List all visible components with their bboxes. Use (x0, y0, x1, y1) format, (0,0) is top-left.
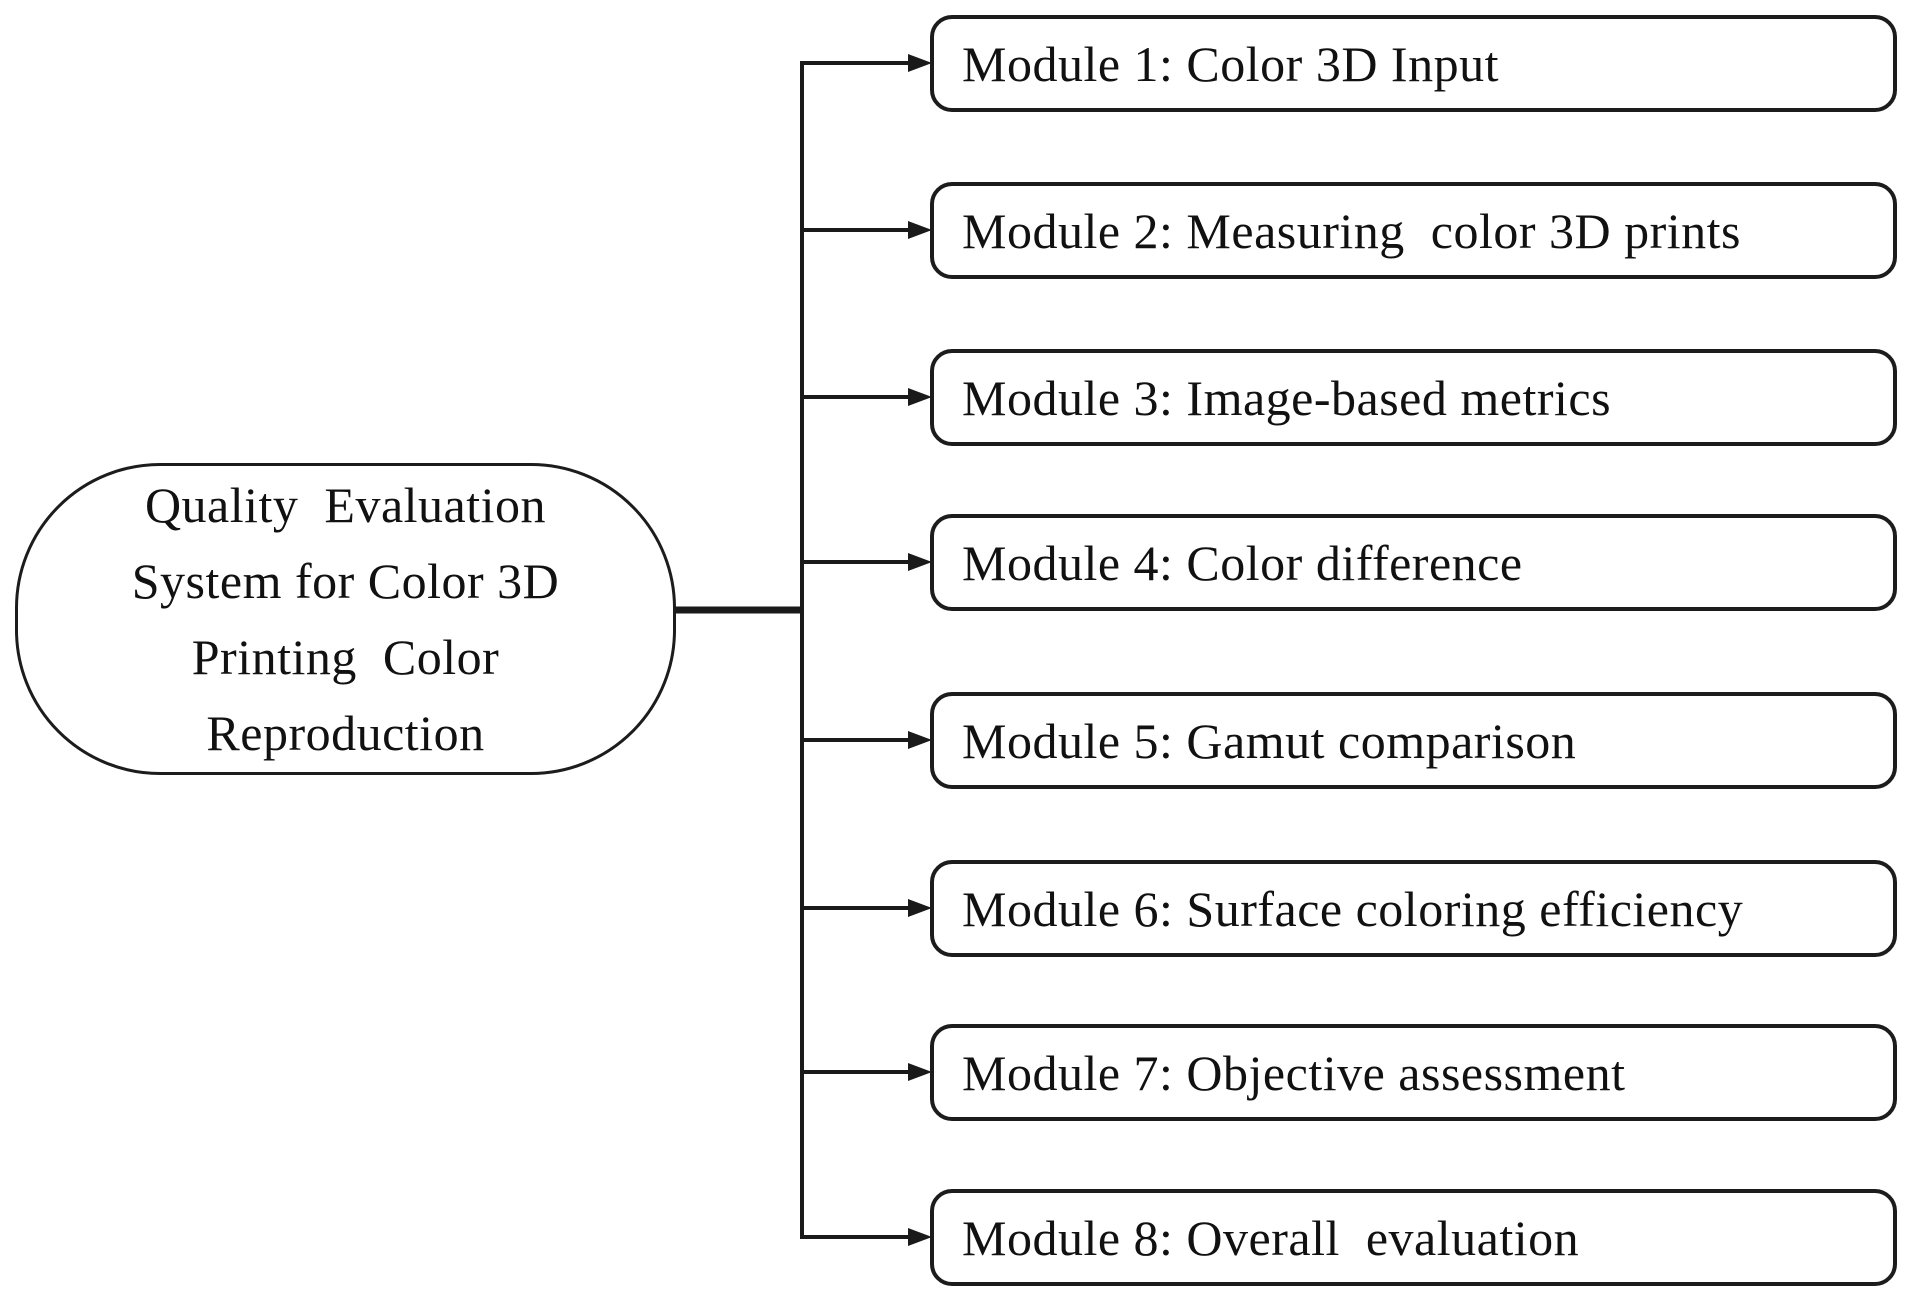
module-label-5: Module 5: Gamut comparison (962, 712, 1577, 769)
arrowhead-icon-6 (908, 899, 932, 917)
arrowhead-icon-7 (908, 1063, 932, 1081)
arrowhead-icon-5 (908, 731, 932, 749)
module-box-7: Module 7: Objective assessment (930, 1024, 1897, 1121)
arrowhead-icon-2 (908, 221, 932, 239)
module-box-2: Module 2: Measuring color 3D prints (930, 182, 1897, 279)
arrowhead-icon-3 (908, 388, 932, 406)
module-box-5: Module 5: Gamut comparison (930, 692, 1897, 789)
module-label-8: Module 8: Overall evaluation (962, 1209, 1580, 1266)
module-box-8: Module 8: Overall evaluation (930, 1189, 1897, 1286)
module-label-1: Module 1: Color 3D Input (962, 35, 1499, 92)
root-node-line-1: Quality Evaluation (144, 477, 547, 533)
module-box-1: Module 1: Color 3D Input (930, 15, 1897, 112)
root-node-line-4: Reproduction (206, 705, 485, 761)
module-box-6: Module 6: Surface coloring efficiency (930, 860, 1897, 957)
module-label-6: Module 6: Surface coloring efficiency (962, 880, 1744, 937)
root-node: Quality Evaluation System for Color 3D P… (15, 463, 676, 775)
module-label-2: Module 2: Measuring color 3D prints (962, 202, 1742, 259)
root-node-line-2: System for Color 3D (131, 553, 560, 609)
module-box-4: Module 4: Color difference (930, 514, 1897, 611)
module-label-7: Module 7: Objective assessment (962, 1044, 1626, 1101)
root-node-line-3: Printing Color (191, 629, 500, 685)
module-label-4: Module 4: Color difference (962, 534, 1523, 591)
arrowhead-icon-8 (908, 1228, 932, 1246)
module-label-3: Module 3: Image-based metrics (962, 369, 1612, 426)
arrowhead-icon-4 (908, 553, 932, 571)
module-box-3: Module 3: Image-based metrics (930, 349, 1897, 446)
arrowhead-icon-1 (908, 54, 932, 72)
